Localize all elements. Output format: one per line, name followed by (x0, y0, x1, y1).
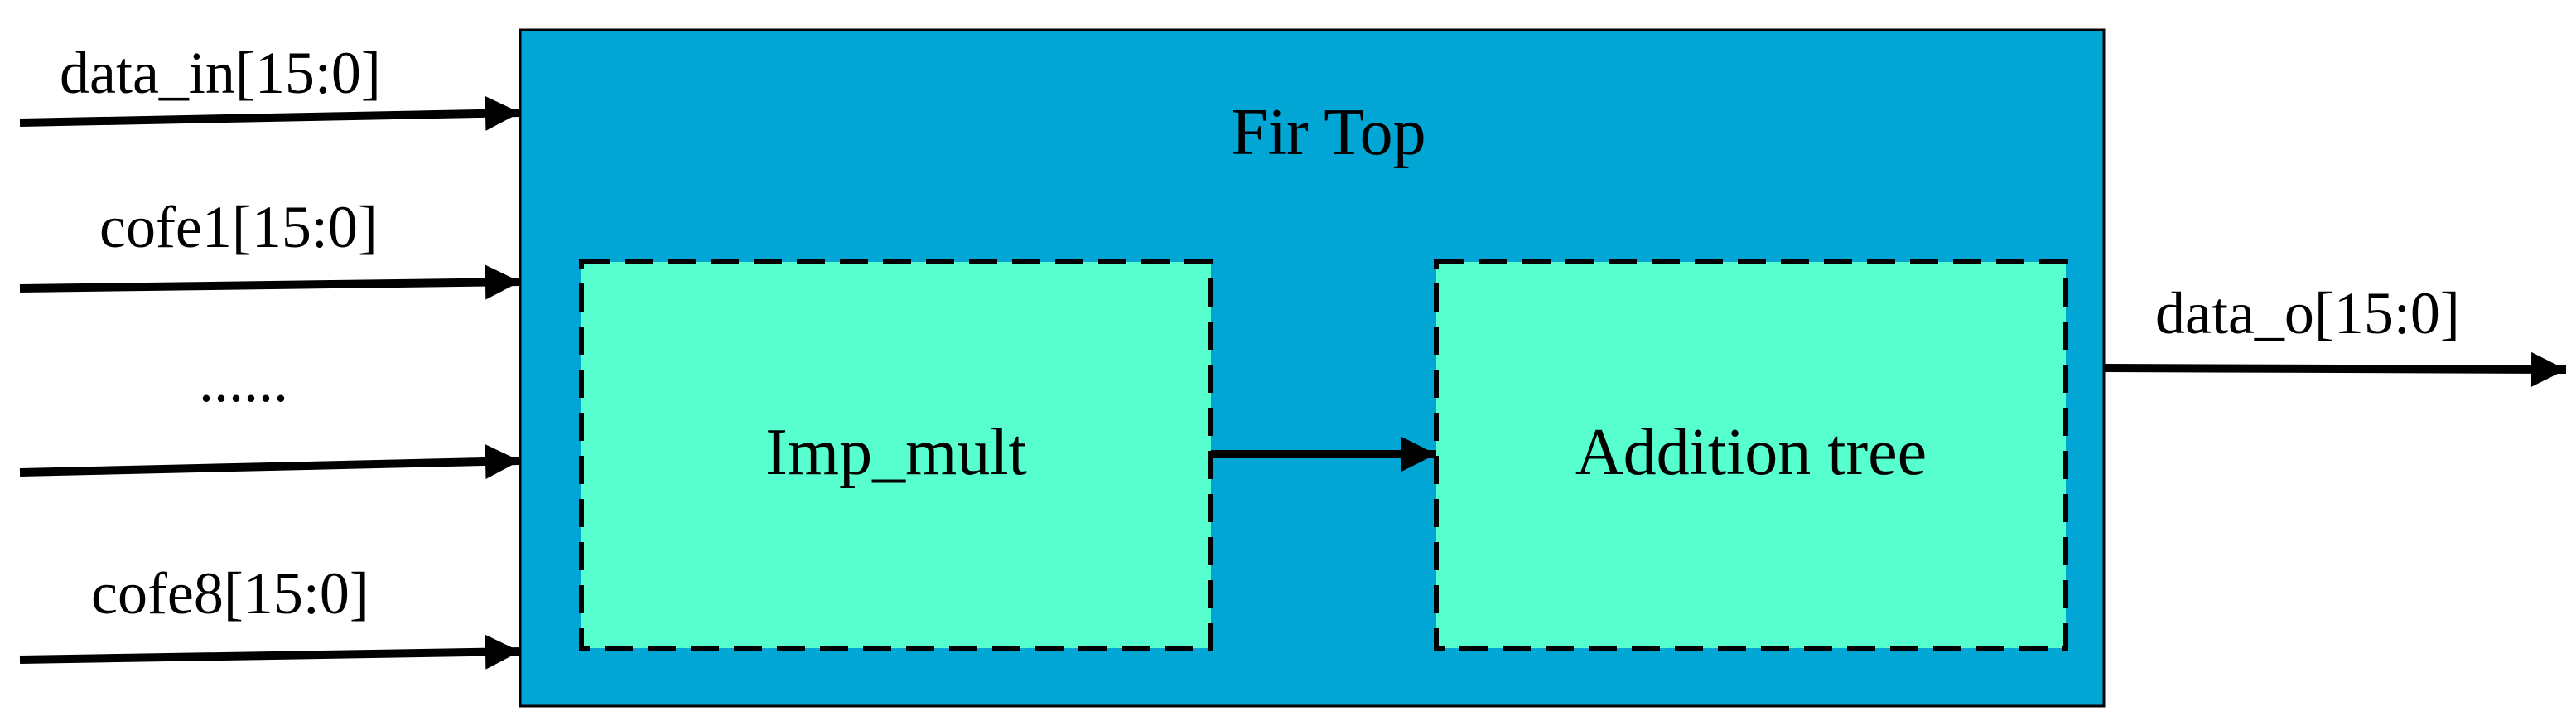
addition-tree-label: Addition tree (1575, 416, 1927, 489)
input-arrow-data-in (19, 95, 521, 131)
addition-tree-block (1434, 259, 2068, 651)
fir-top-title: Fir Top (1231, 96, 1425, 169)
output-arrow-data-o (2103, 351, 2567, 387)
input-arrow-cofe8 (19, 634, 521, 670)
input-arrow-unlabeled (19, 443, 521, 479)
input-label-cofe1: cofe1[15:0] (99, 194, 378, 260)
imp-mult-block (579, 259, 1213, 651)
input-arrow-cofe1 (19, 264, 521, 300)
output-label-data-o: data_o[15:0] (2155, 280, 2460, 346)
imp-mult-label: Imp_mult (765, 416, 1027, 489)
input-label-cofe8: cofe8[15:0] (91, 560, 369, 627)
input-ellipsis: ...... (199, 348, 288, 414)
input-label-data-in: data_in[15:0] (60, 40, 381, 106)
